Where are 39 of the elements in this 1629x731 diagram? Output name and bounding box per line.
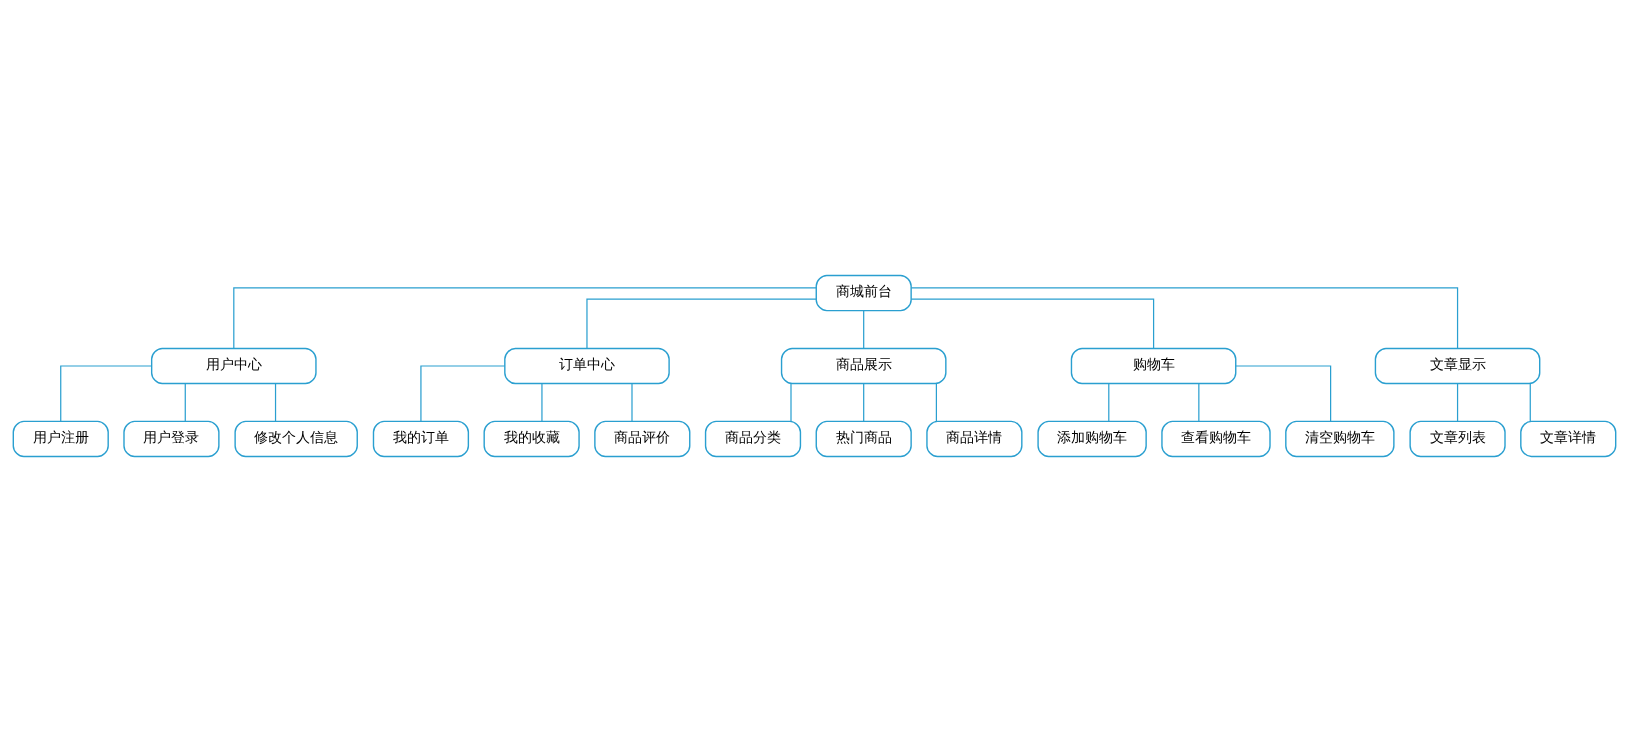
connector (863, 309, 865, 349)
node-box: 热门商品 (815, 420, 912, 457)
connector (60, 364, 153, 422)
node-box: 商品评价 (594, 420, 691, 457)
node-box: 用户中心 (150, 347, 317, 384)
node-box: 用户注册 (12, 420, 109, 457)
node-box: 购物车 (1070, 347, 1237, 384)
node-box: 文章显示 (1374, 347, 1541, 384)
node-box: 订单中心 (504, 347, 670, 384)
connector (233, 286, 817, 349)
connector (184, 382, 186, 422)
connector (1529, 382, 1531, 422)
node-box: 商品详情 (926, 420, 1023, 457)
node-box: 添加购物车 (1037, 420, 1147, 457)
node-box: 我的订单 (372, 420, 470, 457)
node-box: 文章列表 (1409, 420, 1506, 457)
connector (1198, 382, 1200, 422)
connector (1108, 382, 1110, 422)
node-box: 我的收藏 (483, 420, 580, 457)
connector (420, 364, 506, 422)
connector (910, 286, 1459, 349)
connector (541, 382, 543, 422)
connector (935, 382, 937, 422)
connector (1235, 364, 1332, 422)
node-box: 清空购物车 (1285, 420, 1395, 457)
node-box: 商城前台 (815, 274, 912, 311)
connector (586, 298, 817, 349)
node-box: 用户登录 (123, 420, 220, 457)
connector (790, 382, 792, 422)
node-box: 商品展示 (780, 347, 947, 384)
connector (910, 298, 1155, 349)
node-box: 查看购物车 (1161, 420, 1271, 457)
connector (863, 382, 865, 422)
node-box: 修改个人信息 (234, 420, 358, 457)
node-box: 商品分类 (704, 420, 802, 457)
connector (274, 382, 277, 422)
node-box: 文章详情 (1520, 420, 1617, 457)
connector (631, 382, 633, 422)
connector (1456, 382, 1459, 422)
